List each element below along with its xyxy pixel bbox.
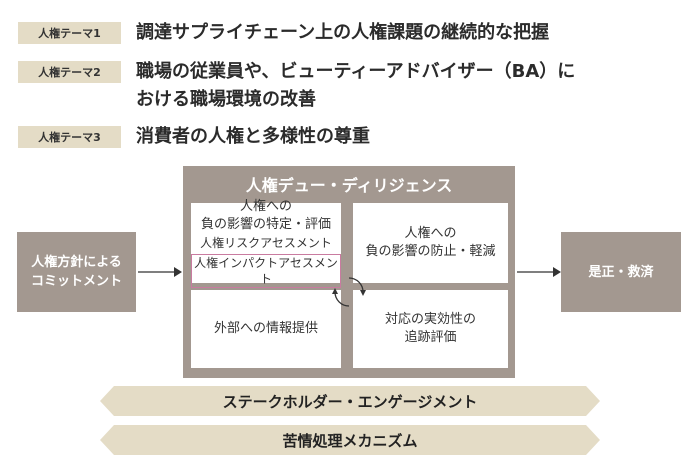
theme-3-tag: 人権テーマ3 (18, 126, 121, 148)
theme-1-text: 調達サプライチェーン上の人権課題の継続的な把握 (136, 22, 550, 43)
grievance-mechanism-label: 苦情処理メカニズム (282, 431, 418, 450)
stakeholder-engagement-label: ステークホルダー・エンゲージメント (222, 392, 478, 411)
cell-identify-assess: 人権への 負の影響の特定・評価 人権リスクアセスメント 人権インパクトアセスメン… (191, 199, 341, 288)
prevent-line2: 負の影響の防止・軽減 (365, 244, 496, 259)
commitment-line1: 人権方針による (31, 255, 122, 270)
identify-line2: 負の影響の特定・評価 (200, 217, 331, 232)
commitment-box: 人権方針による コミットメント (17, 232, 136, 312)
banner-shape (100, 386, 600, 416)
commitment-line2: コミットメント (30, 274, 122, 289)
cell-prevent-mitigate: 人権への 負の影響の防止・軽減 (353, 203, 508, 283)
due-diligence-title: 人権デュー・ディリジェンス (245, 176, 453, 195)
prevent-line1: 人権への (404, 226, 457, 241)
disclosure-line1: 外部への情報提供 (213, 321, 318, 336)
arrow-commitment-to-dd (138, 267, 182, 277)
impact-assessment-highlight: 人権インパクトアセスメント (191, 254, 341, 288)
cycle-arrows-icon (332, 277, 366, 307)
due-diligence-box: 人権デュー・ディリジェンス 人権への 負の影響の特定・評価 人権リスクアセスメン… (183, 166, 515, 378)
theme-1-tag: 人権テーマ1 (18, 22, 121, 44)
cell-tracking: 対応の実効性の 追跡評価 (353, 290, 508, 368)
arrow-dd-to-remedy (517, 267, 561, 277)
grievance-mechanism-banner: 苦情処理メカニズム (100, 425, 600, 455)
tracking-line1: 対応の実効性の (384, 312, 476, 327)
identify-line3: 人権リスクアセスメント (200, 236, 332, 250)
remedy-label: 是正・救済 (588, 264, 654, 280)
banner-shape (100, 425, 600, 455)
identify-line1: 人権への (239, 199, 292, 214)
tracking-line2: 追跡評価 (404, 330, 457, 345)
theme-3-text: 消費者の人権と多様性の尊重 (136, 126, 370, 147)
remedy-box: 是正・救済 (561, 232, 681, 312)
cell-external-disclosure: 外部への情報提供 (191, 290, 341, 368)
stakeholder-engagement-banner: ステークホルダー・エンゲージメント (100, 386, 600, 416)
theme-2-text-line1: 職場の従業員や、ビューティーアドバイザー（BA）に (136, 61, 576, 82)
theme-2-text-line2: おける職場環境の改善 (136, 89, 316, 110)
theme-2-tag: 人権テーマ2 (18, 61, 121, 83)
